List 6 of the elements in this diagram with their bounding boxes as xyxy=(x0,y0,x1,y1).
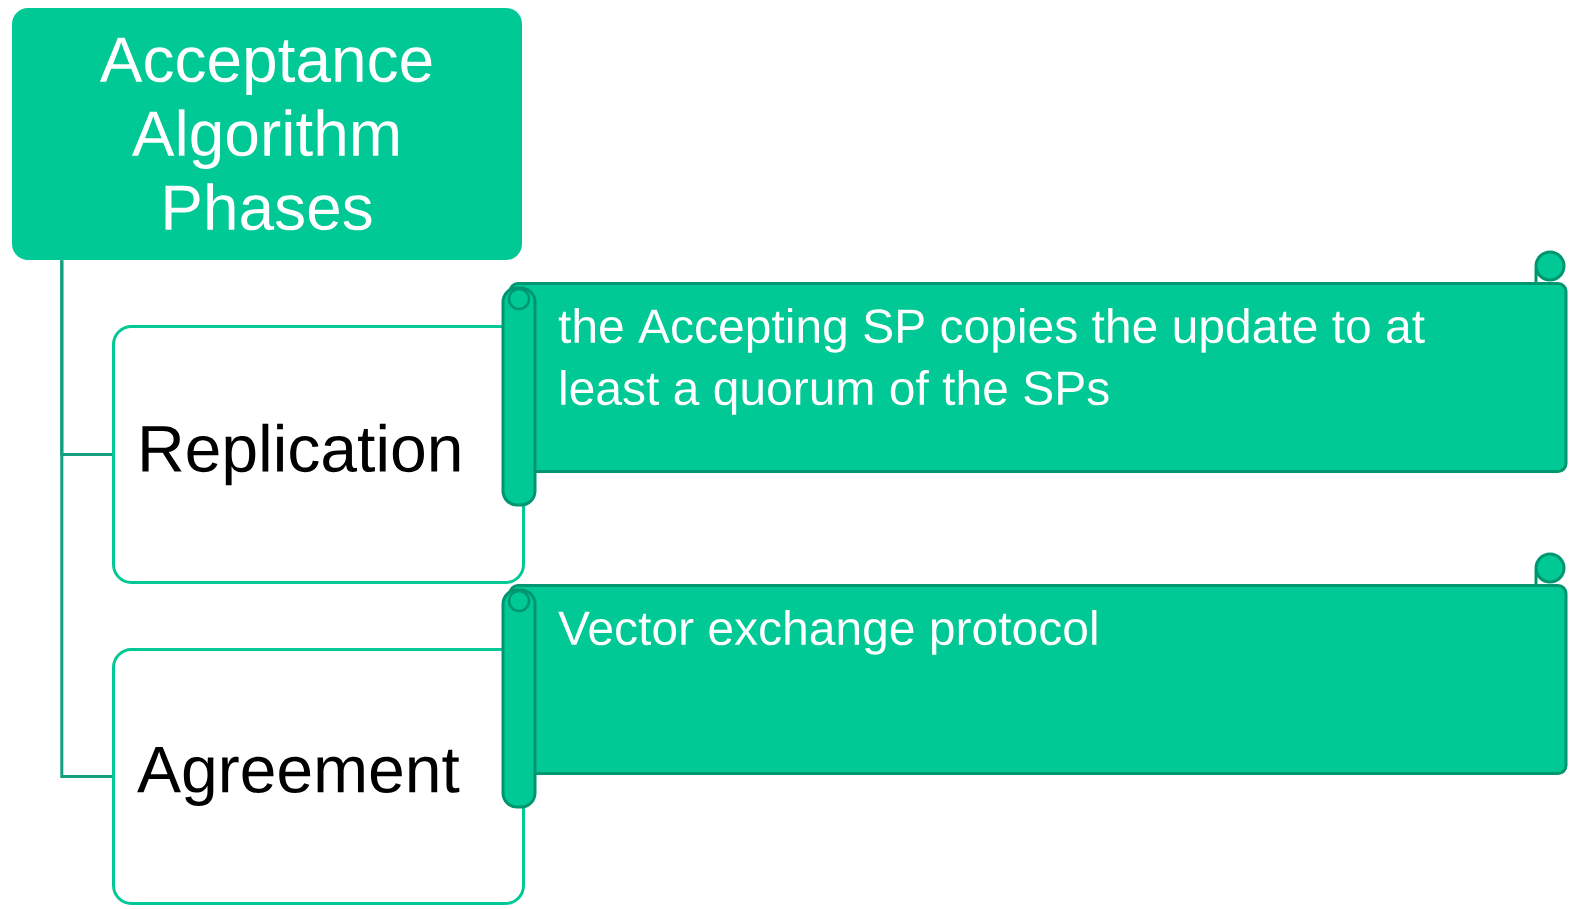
scroll-banner: Vector exchange protocol xyxy=(501,552,1568,809)
connector-line xyxy=(60,260,112,778)
phase-box: Replication xyxy=(112,325,525,584)
title-box: Acceptance Algorithm Phases xyxy=(12,8,522,260)
scroll-banner: the Accepting SP copies the update to at least a quorum of the SPs xyxy=(501,250,1568,507)
phase-box: Agreement xyxy=(112,648,525,905)
